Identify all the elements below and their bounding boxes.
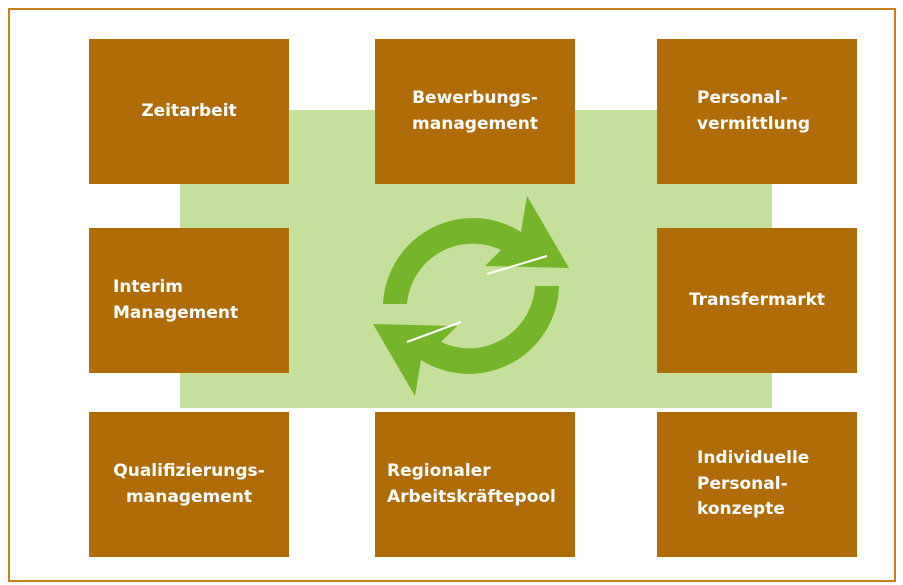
service-box-interim-management: Interim Management bbox=[89, 228, 289, 373]
box-label-line: Personal- bbox=[697, 88, 788, 108]
box-label-line: konzepte bbox=[697, 499, 785, 520]
box-label-line: Transfermarkt bbox=[688, 289, 826, 310]
box-label-line: Arbeitskräftepool bbox=[387, 486, 556, 507]
box-label-line: Bewerbungs- bbox=[412, 88, 538, 108]
box-label-line: Management bbox=[113, 302, 239, 323]
box-label-line: Individuelle bbox=[697, 448, 810, 469]
service-box-personalvermittlung: Personal- vermittlung bbox=[657, 39, 857, 184]
box-label-line: management bbox=[412, 113, 538, 134]
box-label-line: Zeitarbeit bbox=[141, 100, 237, 121]
box-label-line: Interim bbox=[113, 277, 184, 297]
box-label-line: management bbox=[126, 486, 252, 507]
service-box-zeitarbeit: Zeitarbeit bbox=[89, 39, 289, 184]
cycle-arrow-upper bbox=[383, 196, 569, 304]
box-label-line: Qualifizierungs- bbox=[113, 461, 265, 481]
service-box-qualifizierungsmanagement: Qualifizierungs- management bbox=[89, 412, 289, 557]
cycle-divider-lower bbox=[406, 321, 462, 343]
box-label-line: Personal- bbox=[697, 473, 788, 494]
service-box-individuelle-personalkonzepte: Individuelle Personal- konzepte bbox=[657, 412, 857, 557]
service-box-transfermarkt: Transfermarkt bbox=[657, 228, 857, 373]
service-box-bewerbungsmanagement: Bewerbungs- management bbox=[375, 39, 575, 184]
refresh-cycle-icon bbox=[373, 196, 569, 396]
cycle-divider-upper bbox=[486, 255, 548, 275]
service-box-regionaler-arbeitskraeftepool: Regionaler Arbeitskräftepool bbox=[375, 412, 575, 557]
cycle-arrow-lower bbox=[373, 286, 559, 396]
box-label-line: vermittlung bbox=[697, 113, 810, 134]
box-label-line: Regionaler bbox=[387, 461, 491, 481]
